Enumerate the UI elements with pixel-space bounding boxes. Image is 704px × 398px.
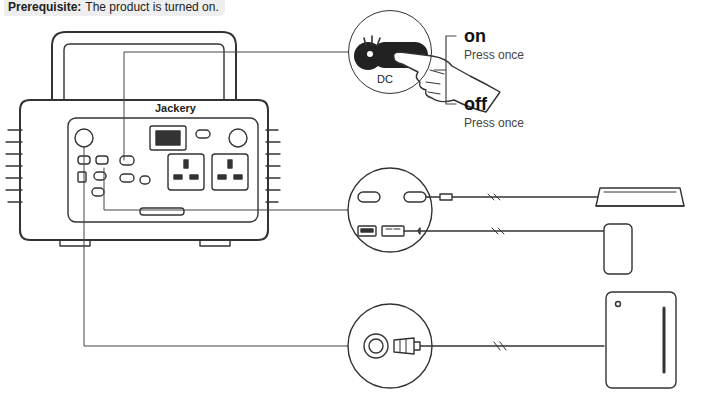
action-note: Press once bbox=[464, 48, 524, 62]
brand-name: Jackery bbox=[155, 102, 196, 114]
prerequisite-label: Prerequisite: bbox=[8, 0, 81, 15]
dc-button-callout: DC bbox=[348, 10, 432, 94]
port-label: DC bbox=[377, 73, 393, 85]
state-label: off bbox=[464, 94, 487, 115]
prerequisite-text: The product is turned on. bbox=[85, 0, 218, 15]
prerequisite-note: Prerequisite: The product is turned on. bbox=[4, 0, 225, 16]
state-label: on bbox=[464, 26, 486, 47]
action-note: Press once bbox=[464, 116, 524, 130]
